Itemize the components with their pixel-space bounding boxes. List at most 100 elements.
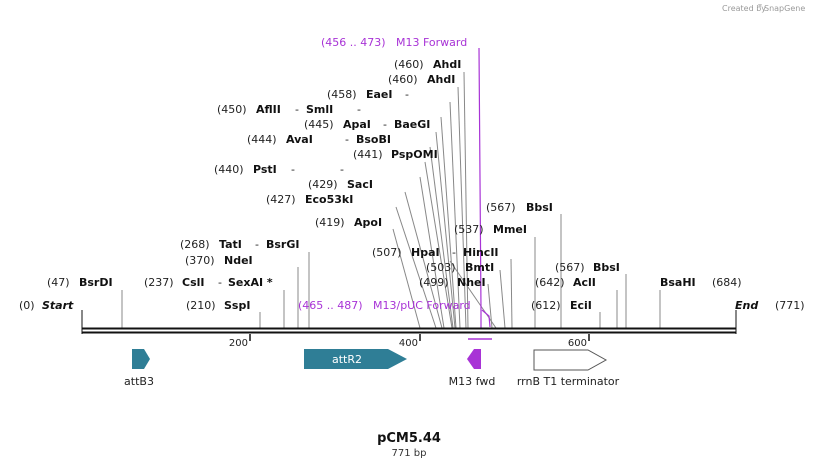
site-pos-psti: (441) <box>353 148 383 161</box>
feature-label-rrnb-terminator: rrnB T1 terminator <box>517 375 620 388</box>
site-name-csli[interactable]: CslI <box>182 276 204 289</box>
site-sep-csli: - <box>218 276 222 289</box>
site-pos-bsabi: (370) <box>185 254 215 267</box>
site-sep-pspomi: - <box>345 133 349 146</box>
site-name-avai[interactable]: ApaI <box>343 118 371 131</box>
site-sep-saci: - <box>291 163 295 176</box>
site-name-bsrgi[interactable]: BsrGI <box>266 238 299 251</box>
site-pos-sspi: (210) <box>186 299 216 312</box>
site-name-tati[interactable]: TatI <box>219 238 242 251</box>
leader-apai <box>440 116 457 329</box>
tick-label-200: 200 <box>229 338 248 349</box>
site-pos-ndei: (419) <box>315 216 345 229</box>
site-pos-bbsi-row: (567) <box>486 201 516 214</box>
site-name-sexai[interactable]: SexAI * <box>228 276 273 289</box>
feature-attr2-arrow[interactable] <box>304 349 407 369</box>
site-name-bsrdi[interactable]: BsrDI <box>79 276 113 289</box>
site-name-sspi[interactable]: SspI <box>224 299 250 312</box>
feature-attb3-arrow[interactable] <box>132 349 150 369</box>
site-name-hincii[interactable]: HincII <box>463 246 499 259</box>
primer-name-m13-puc-forward[interactable]: M13/pUC Forward <box>373 299 471 312</box>
credit-prefix: Created by <box>722 4 766 13</box>
plasmid-length: 771 bp <box>392 448 427 459</box>
end-label: End <box>735 299 758 312</box>
site-pos-bmti: (503) <box>426 261 456 274</box>
site-sep-baegi: - <box>357 103 361 116</box>
primer-range-m13-puc-forward: (465 .. 487) <box>298 299 363 312</box>
site-name-bbsi-row[interactable]: BbsI <box>526 201 553 214</box>
leader-nhei <box>487 283 493 329</box>
site-pos-apai: (450) <box>217 103 247 116</box>
site-sep-apai: - <box>295 103 299 116</box>
restriction-sites: (0) Start (210) SspI (612) EciI End (771… <box>19 73 805 312</box>
site-name-nhei[interactable]: NheI <box>457 276 486 289</box>
site-pos-pspomi: (444) <box>247 133 277 146</box>
site-sep-xbai: - <box>340 163 344 176</box>
site-name-pspomi[interactable]: AvaI <box>286 133 313 146</box>
leader-hpai <box>449 260 497 329</box>
start-pos: (0) <box>19 299 35 312</box>
site-sep-apoi: - <box>344 193 348 206</box>
site-name-bmti[interactable]: BmtI <box>465 261 494 274</box>
site-name-ecii[interactable]: EciI <box>570 299 592 312</box>
site-pos-eco53ki: (429) <box>308 178 338 191</box>
leader-ahdi <box>463 71 469 329</box>
site-name-psti[interactable]: PspOMI <box>391 148 438 161</box>
site-pos-ecii: (612) <box>531 299 561 312</box>
site-pos-apoi: (427) <box>266 193 296 206</box>
site-pos-acli: (567) <box>555 261 585 274</box>
site-name-ecoo109i[interactable]: BsoBI <box>356 133 391 146</box>
site-name-aflii[interactable]: EaeI <box>366 88 393 101</box>
leader-eaei <box>457 86 467 329</box>
feature-rrnb-terminator-arrow[interactable] <box>533 349 608 371</box>
site-name-bsahi[interactable]: BsaHI <box>660 276 696 289</box>
primer-leaders <box>478 47 491 328</box>
site-pos-eaei: (460) <box>388 73 418 86</box>
start-label: Start <box>42 299 74 312</box>
site-name-bsabi[interactable]: NdeI <box>224 254 253 267</box>
feature-m13-fwd-arrow[interactable] <box>467 349 481 369</box>
site-sep-avai: - <box>383 118 387 131</box>
site-name-mmei[interactable]: MmeI <box>493 223 527 236</box>
snapgene-logo-text: SnapGene <box>764 4 805 13</box>
feature-label-attr2: attR2 <box>332 353 362 366</box>
leader-eco53ki <box>404 191 443 329</box>
site-pos-avai: (445) <box>304 118 334 131</box>
leader-hincii <box>510 258 513 329</box>
site-pos-bsrdi: (47) <box>47 276 70 289</box>
site-name-hpai[interactable]: HpaI <box>411 246 440 259</box>
site-pos-nhei: (499) <box>419 276 449 289</box>
leader-avai <box>435 131 456 329</box>
site-name-apoi[interactable]: Eco53kI <box>305 193 353 206</box>
leader-aflii <box>449 101 461 329</box>
site-pos-bsrbi: (642) <box>535 276 565 289</box>
site-name-bsobi[interactable]: BaeGI <box>394 118 430 131</box>
site-sep-tati: - <box>255 238 259 251</box>
primer-name-m13-forward[interactable]: M13 Forward <box>396 36 467 49</box>
site-pos-aflii: (458) <box>327 88 357 101</box>
site-pos-saci: (440) <box>214 163 244 176</box>
site-pos-ahdi-row: (460) <box>394 58 424 71</box>
leader-m13-puc-forward <box>481 309 491 328</box>
leader-pspomi <box>429 146 454 329</box>
site-pos-hpai: (507) <box>372 246 402 259</box>
site-name-acli[interactable]: BbsI <box>593 261 620 274</box>
leader-psti <box>424 161 453 329</box>
site-name-bsrbi[interactable]: AclI <box>573 276 596 289</box>
leader-m13-forward <box>478 47 482 328</box>
site-pos-tati: (268) <box>180 238 210 251</box>
site-pos-mmei: (537) <box>454 223 484 236</box>
feature-label-attb3: attB3 <box>124 375 154 388</box>
site-name-baegi[interactable]: SmlI <box>306 103 333 116</box>
leader-lines <box>121 71 661 329</box>
tick-label-400: 400 <box>399 338 418 349</box>
site-name-ahdi-row[interactable]: AhdI <box>433 58 461 71</box>
leader-apoi <box>395 206 437 329</box>
site-name-eaei[interactable]: AhdI <box>427 73 455 86</box>
scale-ticks: 200 400 600 <box>229 334 590 349</box>
site-name-apai[interactable]: AflII <box>256 103 281 116</box>
site-name-saci[interactable]: PstI <box>253 163 277 176</box>
site-name-eco53ki[interactable]: SacI <box>347 178 373 191</box>
site-name-ndei[interactable]: ApoI <box>354 216 382 229</box>
